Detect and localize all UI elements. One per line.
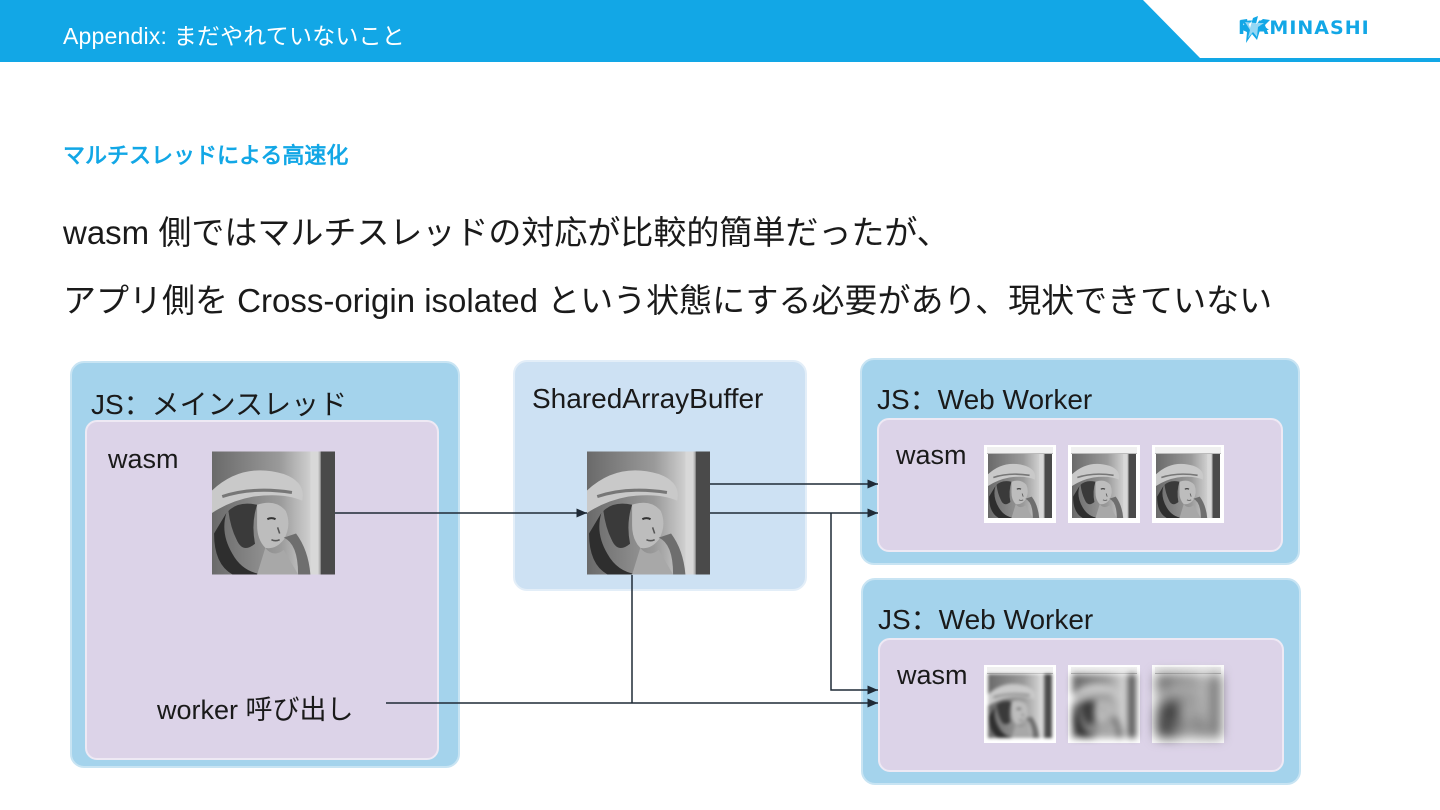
header-bar: Appendix: まだやれていないこと KAMINASHI: [0, 0, 1440, 62]
header-background: [0, 0, 1440, 62]
web-worker-1-label: JS：Web Worker: [877, 384, 1093, 415]
kaminashi-logo-icon: [1240, 16, 1270, 43]
worker-2-wasm-label: wasm: [897, 660, 968, 690]
shared-array-buffer-label: SharedArrayBuffer: [532, 383, 764, 414]
worker-2-thumbnail: [1068, 665, 1140, 743]
main-thread-label: JS：メインスレッド: [91, 389, 348, 420]
web-worker-2-label: JS：Web Worker: [878, 604, 1094, 635]
body-text-line-2: アプリ側を Cross-origin isolated という状態にする必要があ…: [63, 282, 1273, 319]
worker-2-thumbnail: [984, 665, 1056, 743]
kaminashi-logo: KAMINASHI: [1236, 10, 1370, 46]
web-worker-box-1: JS：Web Worker wasm: [860, 358, 1300, 565]
logo-wordmark: KAMINASHI: [1238, 17, 1370, 39]
main-wasm-label: wasm: [108, 444, 179, 474]
body-text-line-1: wasm 側ではマルチスレッドの対応が比較的簡単だったが、: [63, 214, 950, 251]
section-title: マルチスレッドによる高速化: [63, 143, 349, 168]
arrow-shared-to-worker2: [830, 513, 878, 695]
worker-1-thumbnail: [1152, 445, 1224, 523]
slide-header-title: Appendix: まだやれていないこと: [63, 23, 405, 49]
worker-1-thumbnail: [984, 445, 1056, 523]
worker-call-label: worker 呼び出し: [157, 695, 354, 725]
worker-1-wasm-label: wasm: [896, 440, 967, 470]
worker-1-thumbnail: [1068, 445, 1140, 523]
worker-2-thumbnail: [1152, 665, 1224, 743]
